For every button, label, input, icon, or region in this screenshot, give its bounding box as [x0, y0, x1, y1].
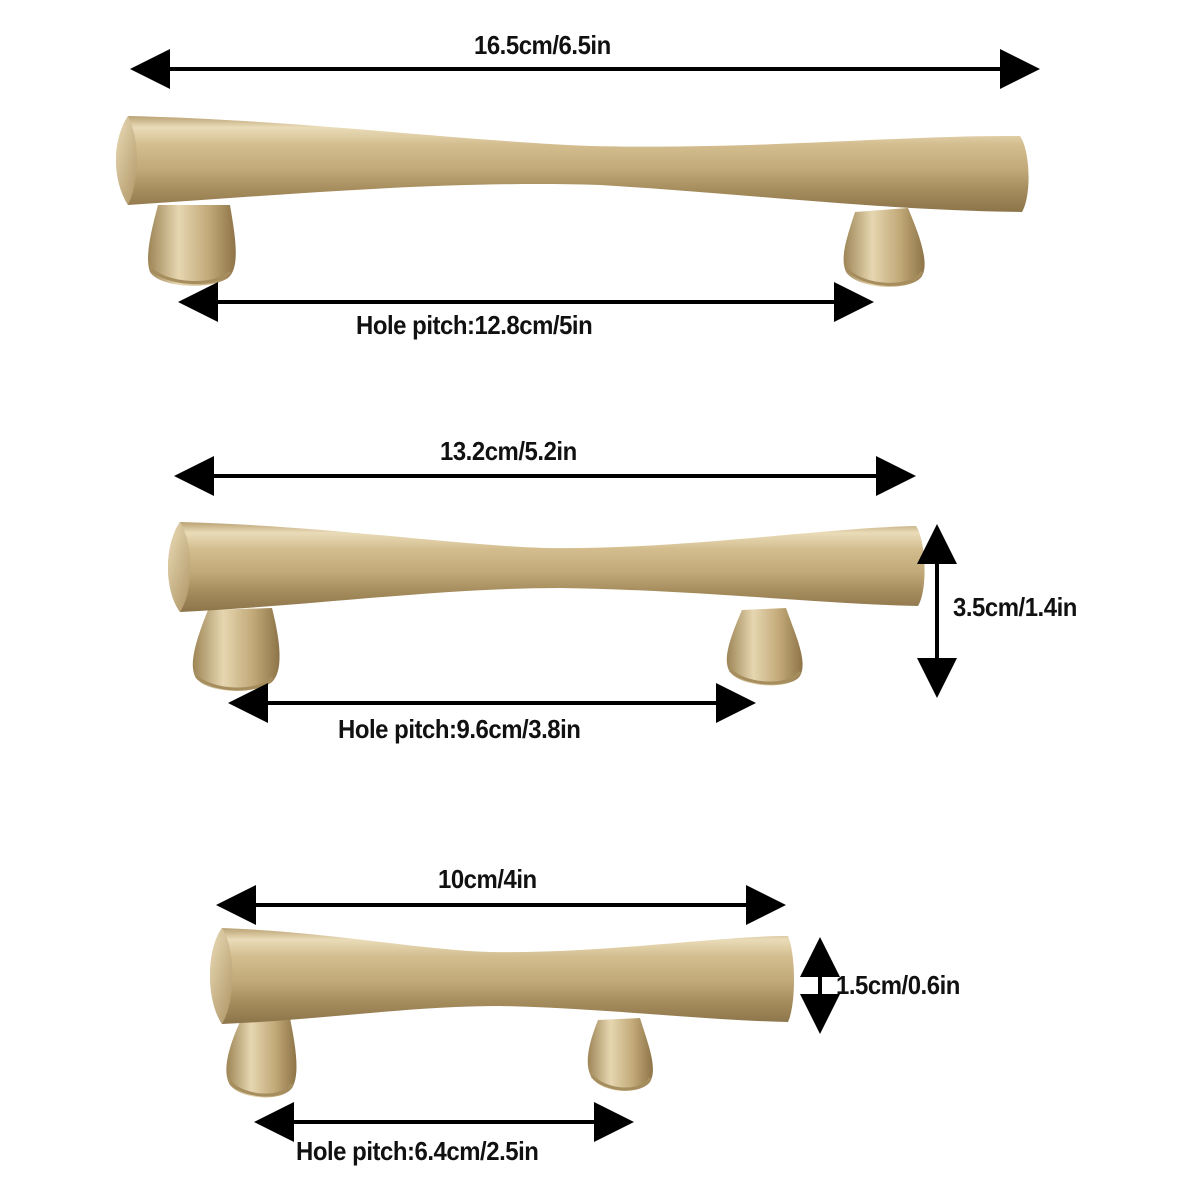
pitch-label-large: Hole pitch:12.8cm/5in	[356, 310, 593, 340]
handle-small	[210, 885, 840, 1142]
height-label-medium: 3.5cm/1.4in	[953, 592, 1077, 622]
handle-foot-left	[147, 205, 236, 286]
length-label-small: 10cm/4in	[438, 864, 537, 894]
pitch-label-small: Hole pitch:6.4cm/2.5in	[296, 1136, 539, 1166]
length-label-medium: 13.2cm/5.2in	[440, 436, 577, 466]
height-label-small: 1.5cm/0.6in	[836, 970, 960, 1000]
length-label-large: 16.5cm/6.5in	[474, 30, 611, 60]
handle-bar	[116, 116, 1029, 212]
handle-medium	[168, 456, 957, 723]
pitch-label-medium: Hole pitch:9.6cm/3.8in	[338, 714, 581, 744]
handle-foot-right	[843, 208, 925, 287]
handle-large	[116, 49, 1040, 322]
